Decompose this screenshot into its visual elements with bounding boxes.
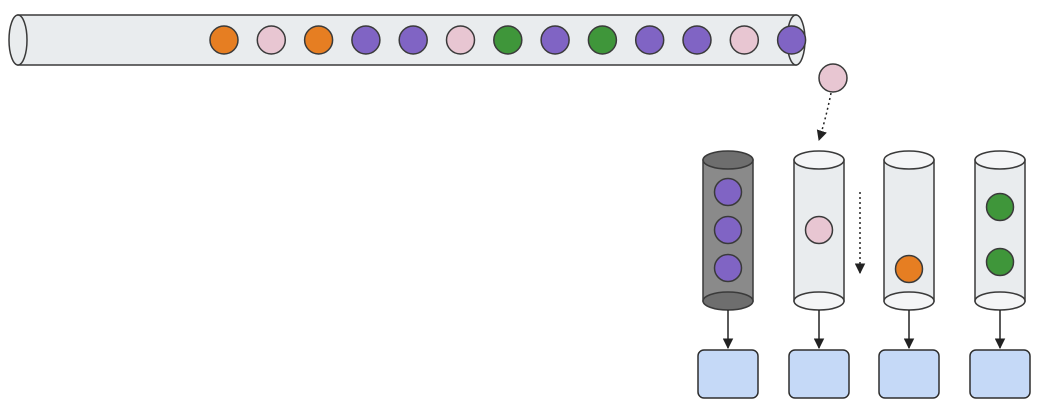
bin-tube-bottom xyxy=(974,291,1026,311)
bin-tube-top xyxy=(974,150,1026,170)
conveyor-tube xyxy=(8,14,807,66)
conveyor-balls xyxy=(209,25,807,55)
bin-tube-body xyxy=(974,159,1026,302)
bin xyxy=(697,150,759,399)
bin-tube-bottom xyxy=(883,291,935,311)
conveyor-ball xyxy=(540,25,570,55)
conveyor-left-end xyxy=(8,14,28,66)
bin-tube-top xyxy=(793,150,845,170)
bin xyxy=(788,150,850,399)
bin-tube-top xyxy=(702,150,754,170)
conveyor-ball xyxy=(351,25,381,55)
conveyor-ball xyxy=(303,25,334,55)
bin xyxy=(878,150,940,399)
conveyor-ball xyxy=(445,25,476,55)
conveyor-ball xyxy=(682,25,712,55)
conveyor-ball xyxy=(587,25,618,55)
conveyor-ball xyxy=(729,25,760,55)
output-box xyxy=(969,349,1031,399)
falling-ball-group xyxy=(816,63,848,142)
bin-ball xyxy=(713,177,743,207)
falling-ball xyxy=(818,63,848,93)
output-box xyxy=(878,349,940,399)
bins xyxy=(697,150,1031,399)
bin-tube-bottom xyxy=(702,291,754,311)
bin-ball xyxy=(985,192,1015,222)
bin-ball xyxy=(713,253,743,283)
bin-ball xyxy=(894,254,924,284)
conveyor-ball xyxy=(493,25,523,55)
conveyor-ball xyxy=(398,25,428,55)
bin-ball xyxy=(985,247,1015,277)
conveyor-ball xyxy=(776,25,807,55)
bin-ball xyxy=(713,215,743,245)
bin-ball xyxy=(804,215,834,245)
output-box xyxy=(788,349,850,399)
falling-ball-path xyxy=(816,92,832,142)
bin-tube-top xyxy=(883,150,935,170)
output-box xyxy=(697,349,759,399)
bin-tube-bottom xyxy=(793,291,845,311)
bin xyxy=(969,150,1031,399)
conveyor-ball xyxy=(634,25,665,55)
conveyor-ball xyxy=(256,25,287,55)
conveyor-ball xyxy=(209,25,239,55)
